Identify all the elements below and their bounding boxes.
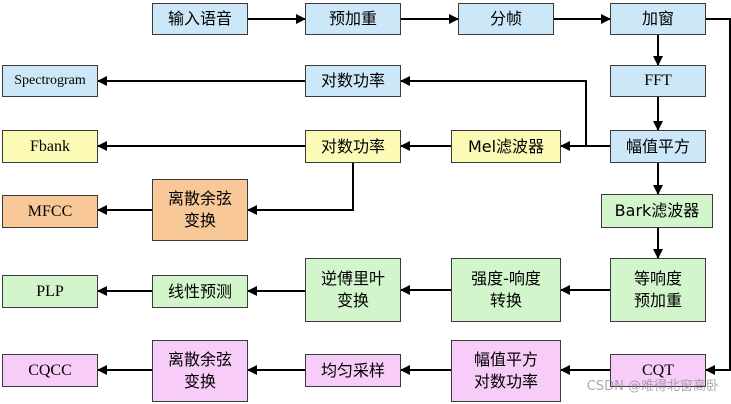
equal-loudness-box: 等响度 预加重 (610, 258, 706, 322)
mfcc-box: MFCC (2, 195, 98, 228)
watermark: CSDN @难得北窗高卧 (586, 379, 719, 394)
cqt-box: CQT (610, 354, 706, 387)
fft-box: FFT (610, 65, 706, 97)
windowing-box: 加窗 (610, 3, 706, 35)
magnitude-square-box: 幅值平方 (610, 130, 706, 163)
arrow-log2-to-dct1 (247, 163, 354, 215)
log-power-box-2: 对数功率 (305, 130, 401, 163)
plp-box: PLP (2, 275, 98, 308)
bark-filter-box: Bark滤波器 (601, 194, 713, 228)
cqcc-box: CQCC (2, 354, 98, 387)
linear-prediction-box: 线性预测 (152, 275, 248, 308)
fbank-box: Fbank (2, 130, 98, 163)
input-speech-box: 输入语音 (152, 3, 248, 35)
mel-filter-box: Mel滤波器 (451, 130, 561, 163)
uniform-sampling-box: 均匀采样 (305, 354, 401, 387)
arrow-window-to-cqt (705, 18, 731, 375)
magnitude-square-log-power-box: 幅值平方 对数功率 (451, 340, 561, 402)
log-power-box-1: 对数功率 (305, 65, 401, 97)
spectrogram-box: Spectrogram (2, 65, 98, 97)
idft-box: 逆傅里叶 变换 (305, 258, 401, 322)
intensity-loudness-box: 强度-响度 转换 (451, 258, 561, 322)
dct-box-2: 离散余弦 变换 (152, 340, 248, 402)
framing-box: 分帧 (458, 3, 554, 35)
pre-emphasis-box: 预加重 (305, 3, 401, 35)
dct-box-1: 离散余弦 变换 (152, 179, 248, 241)
